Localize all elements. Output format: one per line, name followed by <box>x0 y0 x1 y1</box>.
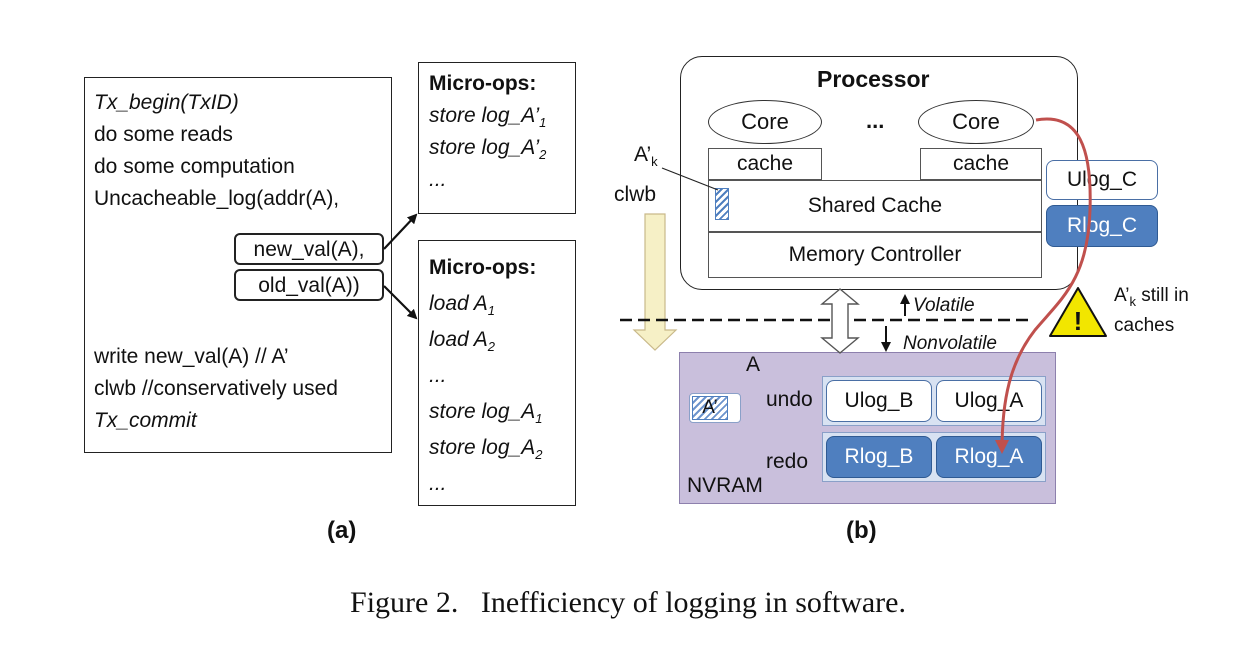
arrow-new-val-to-microops <box>383 213 418 250</box>
warning-text: A’k still in caches <box>1114 285 1189 336</box>
code-box <box>84 77 392 453</box>
microops-bottom-line-3: ... <box>429 364 447 387</box>
svg-text:!: ! <box>1074 306 1083 336</box>
code-listing: Tx_begin(TxID) do some reads do some com… <box>94 87 339 215</box>
microops-top-content: Micro-ops: store log_A’1 store log_A’2 .… <box>429 68 546 196</box>
redo-label: redo <box>766 450 809 473</box>
microops-top-line-1: store log_A’1 <box>429 104 547 131</box>
log-flow-arrow <box>995 117 1092 454</box>
microops-bottom-line-2: load A2 <box>429 328 495 355</box>
a-k-label: A’k <box>634 143 658 170</box>
a-k-pointer <box>661 167 719 191</box>
warning-icon: ! <box>1049 287 1107 337</box>
code-line-uncacheable-log: Uncacheable_log(addr(A), <box>94 187 340 210</box>
code-line-tx-commit: Tx_commit <box>94 409 197 432</box>
new-val-box: new_val(A), <box>234 233 384 265</box>
code-line-clwb: clwb //conservatively used <box>94 377 338 400</box>
microops-bottom-box <box>418 240 576 506</box>
microops-top-line-2: store log_A’2 <box>429 136 547 163</box>
memory-bus-arrow <box>820 288 860 354</box>
nvram-label: NVRAM <box>687 474 763 497</box>
code-line-computation: do some computation <box>94 155 295 178</box>
core-ellipsis: ... <box>866 108 885 133</box>
memory-controller: Memory Controller <box>708 232 1042 278</box>
volatile-label: Volatile <box>913 295 975 316</box>
ulog-c: Ulog_C <box>1046 160 1158 200</box>
clwb-label: clwb <box>614 183 657 206</box>
nonvolatile-label: Nonvolatile <box>903 333 997 354</box>
microops-bottom-line-6: ... <box>429 472 447 495</box>
old-val-box: old_val(A)) <box>234 269 384 301</box>
microops-top-title: Micro-ops: <box>429 72 537 95</box>
ulog-b: Ulog_B <box>826 380 932 422</box>
processor-title: Processor <box>817 66 930 92</box>
microops-top-line-3: ... <box>429 168 447 191</box>
microops-top-box <box>418 62 576 214</box>
cache-right: cache <box>920 148 1042 180</box>
shared-cache: Shared Cache <box>708 180 1042 232</box>
code-listing-bottom: write new_val(A) // A’ clwb //conservati… <box>94 341 338 437</box>
microops-bottom-content: Micro-ops: load A1 load A2 ... store log… <box>429 250 542 502</box>
microops-bottom-line-4: store log_A1 <box>429 400 543 427</box>
figure-caption: Figure 2. Inefficiency of logging in sof… <box>350 586 906 619</box>
hatched-cache-line <box>715 188 729 220</box>
arrow-old-val-to-microops <box>383 285 418 320</box>
rlog-b: Rlog_B <box>826 436 932 478</box>
undo-label: undo <box>766 388 813 411</box>
microops-bottom-line-5: store log_A2 <box>429 436 543 463</box>
cache-left: cache <box>708 148 822 180</box>
panel-b-label: (b) <box>846 517 877 544</box>
clwb-arrow <box>632 213 678 351</box>
code-line-new-val: new_val(A), <box>253 237 365 261</box>
core-right: Core <box>918 100 1034 144</box>
rlog-c: Rlog_C <box>1046 205 1158 247</box>
code-line-tx-begin: Tx_begin(TxID) <box>94 91 239 114</box>
panel-a-label: (a) <box>327 517 357 544</box>
code-line-write: write new_val(A) // A’ <box>94 345 289 368</box>
code-line-old-val: old_val(A)) <box>258 273 360 297</box>
core-left: Core <box>708 100 822 144</box>
nvram-a-label: A <box>746 353 761 376</box>
nvram-a-prime-cell: A’ <box>692 396 728 420</box>
microops-bottom-line-1: load A1 <box>429 292 495 319</box>
ulog-a: Ulog_A <box>936 380 1042 422</box>
microops-bottom-title: Micro-ops: <box>429 256 537 279</box>
code-line-reads: do some reads <box>94 123 233 146</box>
